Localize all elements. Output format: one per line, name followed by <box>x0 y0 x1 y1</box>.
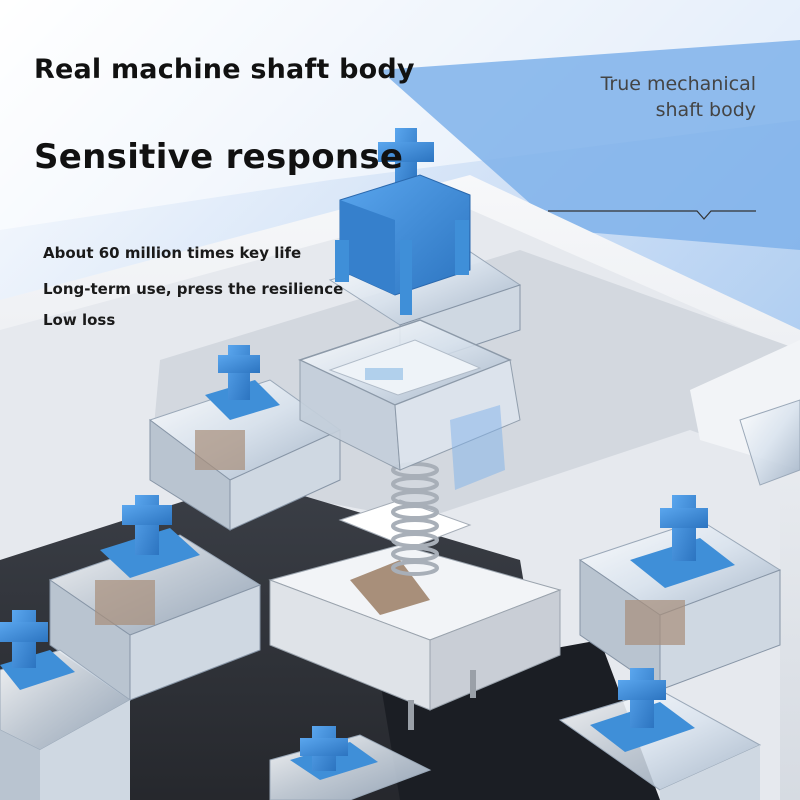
feature-resilience: Long-term use, press the resilience <box>43 280 344 298</box>
switch-bottom-right <box>558 668 762 800</box>
switch-bottom-left <box>0 610 131 800</box>
side-caption-line-2: shaft body <box>655 99 756 121</box>
bottom-housing <box>268 499 562 730</box>
switch-right <box>578 495 782 691</box>
switch-front-left <box>48 495 262 701</box>
side-caption-line-1: True mechanical <box>600 73 756 95</box>
headline: Real machine shaft body <box>34 54 415 85</box>
side-caption: True mechanical shaft body <box>601 71 756 123</box>
switch-back-left <box>148 345 341 531</box>
feature-low-loss: Low loss <box>43 311 116 329</box>
sky-blue-panel <box>380 40 800 250</box>
switch-right-edge <box>739 399 800 486</box>
subheadline: Sensitive response <box>34 137 404 177</box>
blue-stem <box>335 128 471 315</box>
top-housing <box>297 319 521 490</box>
feature-key-life: About 60 million times key life <box>43 244 302 262</box>
switch-bottom-center <box>269 726 432 800</box>
caption-divider <box>548 210 756 220</box>
